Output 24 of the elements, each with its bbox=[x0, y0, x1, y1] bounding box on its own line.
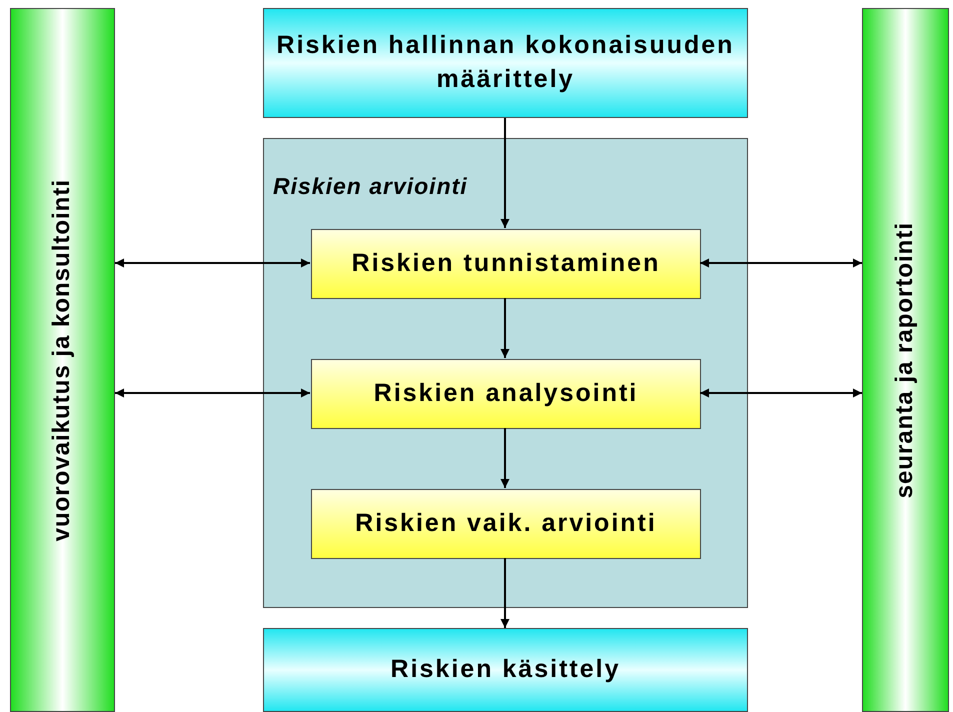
node-label: vuorovaikutus ja konsultointi bbox=[47, 178, 76, 542]
group-title: Riskien arviointi bbox=[273, 172, 468, 201]
node-label: Riskien analysointi bbox=[374, 378, 638, 410]
node-label: Riskien hallinnan kokonaisuuden määrittely bbox=[276, 30, 736, 95]
arrow bbox=[115, 258, 310, 268]
process-box bbox=[311, 359, 701, 429]
process-box bbox=[263, 8, 748, 118]
arrow bbox=[500, 428, 510, 488]
group-panel bbox=[263, 138, 748, 608]
arrow bbox=[700, 388, 862, 398]
arrow bbox=[700, 258, 862, 268]
arrow bbox=[115, 388, 310, 398]
side-bar bbox=[10, 8, 115, 712]
node-label: Riskien käsittely bbox=[390, 654, 620, 686]
arrow bbox=[500, 298, 510, 358]
arrow bbox=[500, 558, 510, 628]
process-box bbox=[311, 229, 701, 299]
node-label: Riskien tunnistaminen bbox=[352, 248, 660, 280]
node-label: seuranta ja raportointi bbox=[890, 222, 920, 498]
process-box bbox=[263, 628, 748, 712]
side-bar bbox=[862, 8, 949, 712]
process-box bbox=[311, 489, 701, 559]
arrow bbox=[500, 118, 510, 228]
node-label: Riskien vaik. arviointi bbox=[355, 508, 657, 540]
